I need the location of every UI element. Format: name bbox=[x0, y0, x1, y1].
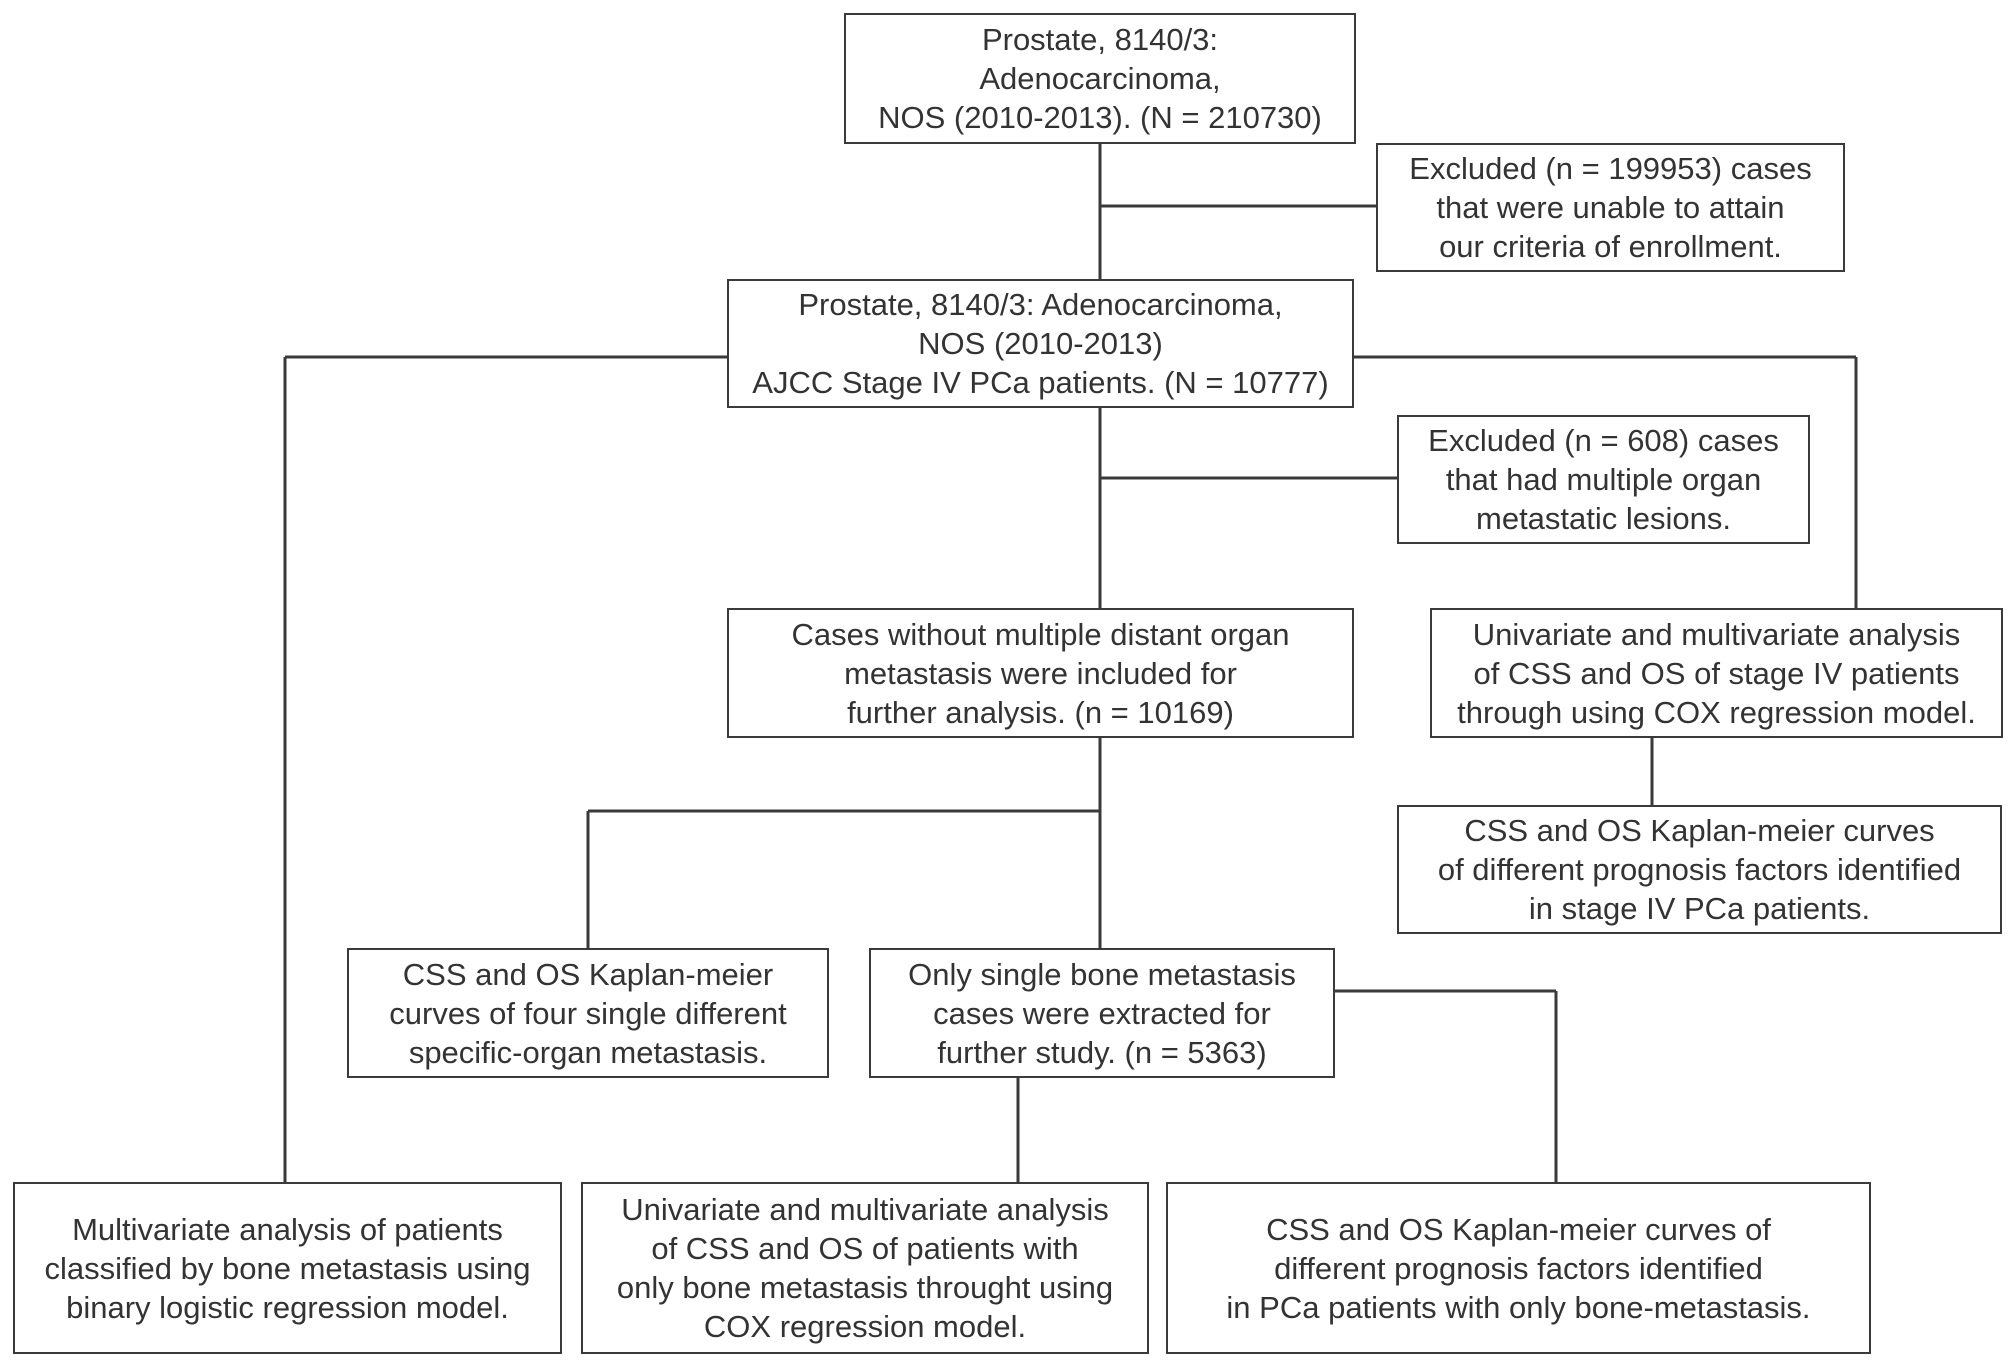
node-line: Prostate, 8140/3: Adenocarcinoma, bbox=[798, 287, 1283, 322]
node-line: COX regression model. bbox=[703, 1309, 1027, 1344]
node-km-stage-iv: CSS and OS Kaplan-meier curves of differ… bbox=[1397, 805, 2002, 934]
node-excluded-multiple-organ: Excluded (n = 608) cases that had multip… bbox=[1397, 415, 1810, 544]
node-line: our criteria of enrollment. bbox=[1439, 229, 1782, 264]
node-line: Adenocarcinoma, bbox=[979, 61, 1221, 96]
node-excluded-enrollment: Excluded (n = 199953) cases that were un… bbox=[1376, 143, 1845, 272]
node-line: CSS and OS Kaplan-meier curves bbox=[1464, 813, 1935, 848]
node-line: in PCa patients with only bone-metastasi… bbox=[1226, 1289, 1811, 1325]
node-single-organ-cases: Cases without multiple distant organ met… bbox=[727, 608, 1354, 738]
node-line: NOS (2010-2013) bbox=[918, 326, 1163, 361]
node-line: classified by bone metastasis using bbox=[44, 1250, 531, 1286]
node-line: Excluded (n = 199953) cases bbox=[1409, 151, 1812, 186]
node-line: Multivariate analysis of patients bbox=[72, 1211, 503, 1247]
node-line: Univariate and multivariate analysis bbox=[1472, 616, 1961, 652]
node-line: AJCC Stage IV PCa patients. (N = 10777) bbox=[752, 365, 1329, 400]
node-line: Prostate, 8140/3: bbox=[981, 22, 1219, 57]
node-line: NOS (2010-2013). (N = 210730) bbox=[878, 100, 1322, 135]
node-line: of CSS and OS of stage IV patients bbox=[1473, 655, 1960, 691]
node-stage-iv-cohort: Prostate, 8140/3: Adenocarcinoma, NOS (2… bbox=[727, 279, 1354, 408]
node-line: that were unable to attain bbox=[1436, 190, 1785, 225]
node-line: Univariate and multivariate analysis bbox=[621, 1192, 1109, 1227]
node-line: metastasis were included for bbox=[844, 655, 1237, 691]
node-line: cases were extracted for bbox=[933, 995, 1271, 1031]
node-cox-bone-metastasis: Univariate and multivariate analysis of … bbox=[581, 1182, 1149, 1354]
node-line: of different prognosis factors identifie… bbox=[1437, 852, 1962, 887]
node-bone-metastasis-cases: Only single bone metastasis cases were e… bbox=[869, 948, 1335, 1078]
node-logistic-regression: Multivariate analysis of patients classi… bbox=[13, 1182, 562, 1354]
node-line: only bone metastasis throught using bbox=[616, 1270, 1114, 1305]
node-line: binary logistic regression model. bbox=[66, 1289, 509, 1325]
node-line: metastatic lesions. bbox=[1476, 501, 1731, 536]
node-line: Cases without multiple distant organ bbox=[791, 616, 1290, 652]
node-line: Excluded (n = 608) cases bbox=[1428, 423, 1779, 458]
node-line: of CSS and OS of patients with bbox=[651, 1231, 1079, 1266]
node-line: CSS and OS Kaplan-meier curves of bbox=[1266, 1211, 1771, 1247]
node-line: in stage IV PCa patients. bbox=[1528, 891, 1871, 926]
node-prostate-cohort: Prostate, 8140/3: Adenocarcinoma, NOS (2… bbox=[844, 13, 1356, 144]
node-line: further study. (n = 5363) bbox=[937, 1034, 1267, 1070]
node-line: further analysis. (n = 10169) bbox=[847, 694, 1234, 730]
node-km-organ-metastasis: CSS and OS Kaplan-meier curves of four s… bbox=[347, 948, 829, 1078]
node-km-bone-metastasis: CSS and OS Kaplan-meier curves of differ… bbox=[1166, 1182, 1871, 1354]
node-line: through using COX regression model. bbox=[1457, 694, 1976, 730]
node-line: CSS and OS Kaplan-meier bbox=[402, 956, 774, 992]
node-line: specific-organ metastasis. bbox=[408, 1034, 768, 1070]
node-line: different prognosis factors identified bbox=[1274, 1250, 1763, 1286]
node-line: that had multiple organ bbox=[1445, 462, 1762, 497]
node-line: curves of four single different bbox=[389, 995, 787, 1031]
node-line: Only single bone metastasis bbox=[908, 956, 1296, 992]
node-cox-stage-iv: Univariate and multivariate analysis of … bbox=[1430, 608, 2003, 738]
